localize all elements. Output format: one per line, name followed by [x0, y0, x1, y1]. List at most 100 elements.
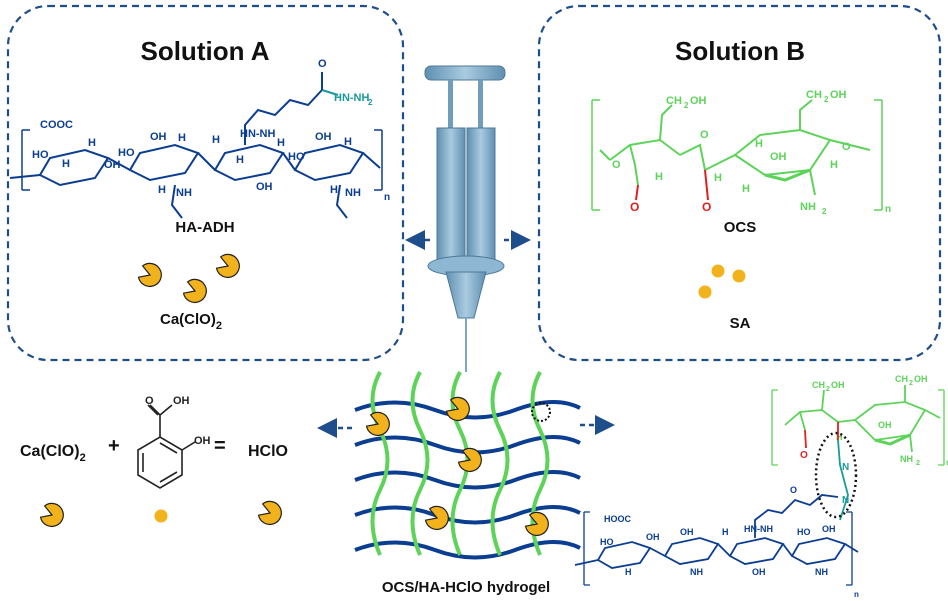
svg-text:HO: HO	[288, 151, 305, 163]
svg-text:H: H	[62, 158, 70, 170]
svg-text:OH: OH	[173, 395, 190, 407]
svg-text:H: H	[212, 134, 220, 146]
svg-text:OH: OH	[646, 532, 660, 542]
pacman-icon	[445, 396, 470, 422]
pacman-icon	[182, 278, 207, 304]
svg-text:HO: HO	[600, 537, 614, 547]
svg-text:COOC: COOC	[40, 119, 73, 131]
svg-text:OH: OH	[830, 89, 847, 101]
svg-text:OH: OH	[878, 420, 892, 430]
svg-text:OH: OH	[770, 151, 787, 163]
svg-text:HO: HO	[32, 149, 49, 161]
svg-text:OH: OH	[690, 95, 707, 107]
pacman-icon	[215, 253, 240, 279]
hydrogel-network: OCS/HA-HClO hydrogel	[354, 371, 581, 596]
svg-text:H: H	[755, 138, 763, 150]
dot-icon	[698, 285, 712, 299]
solution-b-border	[537, 4, 942, 362]
solution-b-title: Solution B	[675, 36, 805, 66]
dot-icon	[711, 264, 725, 278]
svg-text:OH: OH	[822, 524, 836, 534]
syringe-icon	[424, 65, 506, 372]
product-label: HClO	[248, 443, 288, 460]
svg-text:HN-NH: HN-NH	[744, 524, 773, 534]
solution-a-border	[6, 4, 405, 362]
svg-text:HN-NH: HN-NH	[240, 128, 275, 140]
svg-text:2: 2	[824, 95, 829, 104]
svg-text:OH: OH	[256, 181, 273, 193]
svg-text:NH: NH	[176, 187, 192, 199]
svg-text:O: O	[842, 141, 851, 153]
svg-text:H: H	[655, 171, 663, 183]
svg-text:H: H	[236, 154, 244, 166]
ocs-atom-labels: CH 2 OH CH 2 OH OH NH 2 n H H H H H O O …	[612, 89, 891, 216]
svg-text:NH: NH	[690, 567, 703, 577]
salt-label: Ca(ClO)2	[160, 311, 222, 332]
svg-text:2: 2	[916, 460, 920, 467]
svg-text:2: 2	[822, 207, 827, 216]
svg-text:NH: NH	[800, 201, 816, 213]
svg-text:CH: CH	[812, 380, 825, 390]
ocs-structure	[591, 99, 883, 211]
ha-adh-label: HA-ADH	[175, 219, 234, 236]
svg-text:NH: NH	[815, 567, 828, 577]
aldehyde-groups: O O	[630, 169, 711, 214]
svg-text:N: N	[842, 495, 849, 506]
svg-text:OH: OH	[194, 435, 211, 447]
svg-text:H: H	[277, 137, 285, 149]
svg-text:O: O	[145, 395, 154, 407]
svg-text:2: 2	[368, 98, 373, 107]
ha-adh-structure	[9, 72, 383, 219]
solution-a-title: Solution A	[140, 36, 269, 66]
svg-text:H: H	[742, 183, 750, 195]
svg-text:2: 2	[826, 386, 830, 393]
hydrazide-group: O HN-NH 2	[318, 58, 373, 107]
svg-text:H: H	[344, 136, 352, 148]
svg-text:OH: OH	[914, 374, 928, 384]
dot-icon	[154, 509, 168, 523]
svg-text:H: H	[158, 184, 166, 196]
pacman-icon	[524, 511, 549, 537]
svg-text:OH: OH	[831, 380, 845, 390]
svg-text:N: N	[842, 462, 849, 473]
svg-text:2: 2	[684, 101, 689, 110]
svg-text:O: O	[700, 129, 709, 141]
svg-text:H: H	[625, 567, 632, 577]
svg-text:NH: NH	[900, 454, 913, 464]
reaction-equation: Ca(ClO)2 + OH O OH = HClO	[20, 395, 288, 528]
svg-text:n: n	[885, 204, 891, 215]
pacman-icon	[424, 505, 449, 531]
equals-sign: =	[214, 435, 226, 457]
crosslink-ellipse	[814, 431, 858, 519]
svg-text:CH: CH	[895, 374, 908, 384]
svg-text:OH: OH	[150, 131, 167, 143]
reactant-1: Ca(ClO)2	[20, 443, 86, 464]
pacman-icon	[457, 447, 482, 473]
pacman-icon	[39, 502, 64, 528]
svg-text:NH: NH	[345, 187, 361, 199]
ha-adh-atom-labels: COOC HN-NH n HO H H OH OH HO H H NH H H …	[32, 119, 390, 203]
ocs-label: OCS	[724, 219, 757, 236]
pacman-icon	[257, 500, 282, 526]
dot-icon	[732, 269, 746, 283]
svg-text:HN-NH: HN-NH	[334, 92, 369, 104]
svg-text:CH: CH	[806, 89, 822, 101]
svg-text:CH: CH	[666, 95, 682, 107]
pacman-icon	[365, 411, 390, 437]
svg-text:H: H	[836, 432, 843, 442]
salicylic-acid-structure	[137, 404, 196, 489]
svg-text:O: O	[612, 159, 621, 171]
svg-text:OH: OH	[752, 567, 766, 577]
svg-text:H: H	[178, 132, 186, 144]
solution-a-panel: Solution A COOC HN-NH	[6, 4, 405, 362]
svg-text:H: H	[830, 159, 838, 171]
svg-text:H: H	[722, 527, 729, 537]
plus-sign: +	[108, 435, 120, 457]
crosslink-highlight	[531, 402, 551, 422]
svg-text:O: O	[800, 450, 808, 461]
svg-text:HO: HO	[118, 147, 135, 159]
svg-text:O: O	[790, 485, 797, 495]
svg-text:O: O	[630, 200, 639, 214]
svg-text:OH: OH	[315, 131, 332, 143]
